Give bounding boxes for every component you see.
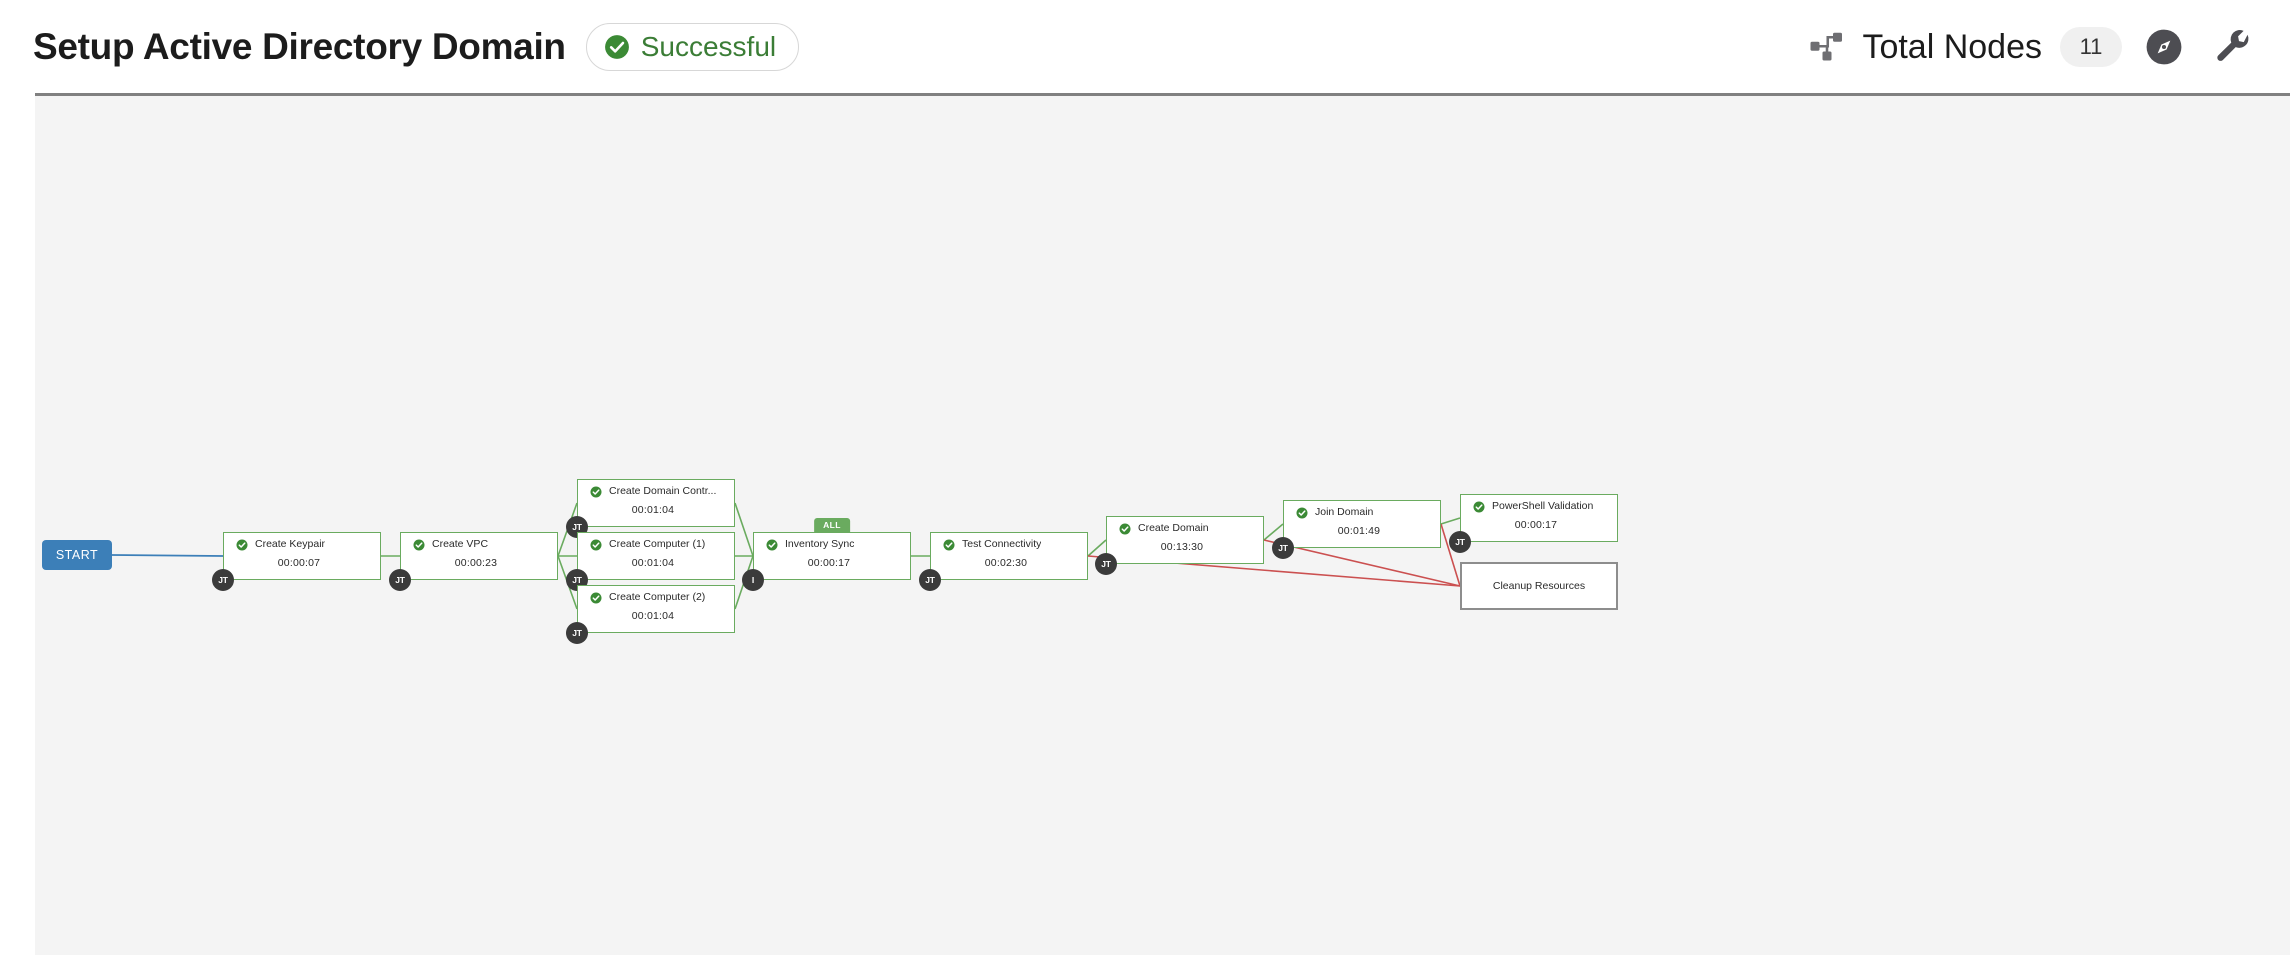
node-check-icon	[943, 539, 955, 551]
node-tag-inventory-sync: ALL	[814, 518, 850, 532]
node-title-row-create-computer-1: Create Computer (1)	[578, 533, 734, 551]
edge-start-to-create-keypair	[111, 554, 224, 557]
node-duration-create-computer-2: 00:01:04	[631, 610, 675, 622]
start-node-label: START	[55, 548, 99, 562]
node-duration-create-keypair: 00:00:07	[277, 557, 321, 569]
node-title-row-join-domain: Join Domain	[1284, 501, 1440, 519]
app-header: Setup Active Directory Domain Successful…	[0, 0, 2290, 93]
node-check-icon	[236, 539, 248, 551]
node-label-create-domain-controller: Create Domain Contr...	[609, 486, 717, 498]
edge-create-domain-controller-to-inventory-sync	[734, 502, 754, 557]
node-label-inventory-sync: Inventory Sync	[785, 539, 855, 551]
node-duration-create-domain-controller: 00:01:04	[631, 504, 675, 516]
header-left-group: Setup Active Directory Domain Successful	[33, 0, 800, 93]
node-duration-create-vpc: 00:00:23	[454, 557, 498, 569]
node-duration-create-domain: 00:13:30	[1160, 541, 1204, 553]
sitemap-icon[interactable]	[1809, 29, 1845, 65]
node-title-row-create-vpc: Create VPC	[401, 533, 557, 551]
node-badge-create-vpc[interactable]: JT	[389, 569, 411, 591]
node-check-icon	[590, 486, 602, 498]
node-check-icon	[1473, 501, 1485, 513]
node-badge-test-connectivity[interactable]: JT	[919, 569, 941, 591]
node-badge-create-domain[interactable]: JT	[1095, 553, 1117, 575]
header-right-group: Total Nodes 11	[1809, 0, 2252, 93]
node-label-create-computer-1: Create Computer (1)	[609, 539, 706, 551]
compass-icon[interactable]	[2145, 28, 2183, 66]
total-nodes-count-badge: 11	[2060, 26, 2122, 67]
node-badge-create-computer-2[interactable]: JT	[566, 622, 588, 644]
node-duration-inventory-sync: 00:00:17	[807, 557, 851, 569]
check-circle-icon	[604, 34, 629, 59]
node-label-powershell-validation: PowerShell Validation	[1492, 501, 1594, 513]
status-label: Successful	[640, 30, 777, 62]
node-title-row-powershell-validation: PowerShell Validation	[1461, 495, 1617, 513]
node-title-row-create-keypair: Create Keypair	[224, 533, 380, 551]
node-title-row-inventory-sync: Inventory Sync	[754, 533, 910, 551]
node-duration-create-computer-1: 00:01:04	[631, 557, 675, 569]
node-duration-test-connectivity: 00:02:30	[984, 557, 1028, 569]
start-node[interactable]: START	[42, 540, 112, 570]
node-badge-join-domain[interactable]: JT	[1272, 537, 1294, 559]
total-nodes-label: Total Nodes	[1862, 27, 2042, 66]
node-check-icon	[413, 539, 425, 551]
node-title-row-create-domain: Create Domain	[1107, 517, 1263, 535]
node-label-create-vpc: Create VPC	[432, 539, 489, 551]
node-label-create-domain: Create Domain	[1138, 523, 1209, 535]
node-title-row-test-connectivity: Test Connectivity	[931, 533, 1087, 551]
node-check-icon	[1119, 523, 1131, 535]
node-check-icon	[1296, 507, 1308, 519]
node-check-icon	[766, 539, 778, 551]
node-badge-create-keypair[interactable]: JT	[212, 569, 234, 591]
node-label-test-connectivity: Test Connectivity	[962, 539, 1042, 551]
node-label-join-domain: Join Domain	[1315, 507, 1374, 519]
node-check-icon	[590, 539, 602, 551]
node-label-cleanup-resources: Cleanup Resources	[1492, 580, 1586, 592]
node-duration-join-domain: 00:01:49	[1337, 525, 1381, 537]
node-title-row-create-computer-2: Create Computer (2)	[578, 586, 734, 604]
edge-join-domain-to-powershell-validation	[1440, 517, 1461, 525]
page-title: Setup Active Directory Domain	[33, 26, 566, 67]
graph-node-cleanup-resources[interactable]: Cleanup Resources	[1460, 562, 1618, 610]
node-badge-powershell-validation[interactable]: JT	[1449, 531, 1471, 553]
node-title-row-create-domain-controller: Create Domain Contr...	[578, 480, 734, 498]
node-label-create-keypair: Create Keypair	[255, 539, 326, 551]
node-check-icon	[590, 592, 602, 604]
node-badge-inventory-sync[interactable]: I	[742, 569, 764, 591]
wrench-icon[interactable]	[2214, 28, 2252, 66]
node-duration-powershell-validation: 00:00:17	[1514, 519, 1558, 531]
status-badge: Successful	[585, 22, 800, 71]
node-label-create-computer-2: Create Computer (2)	[609, 592, 706, 604]
